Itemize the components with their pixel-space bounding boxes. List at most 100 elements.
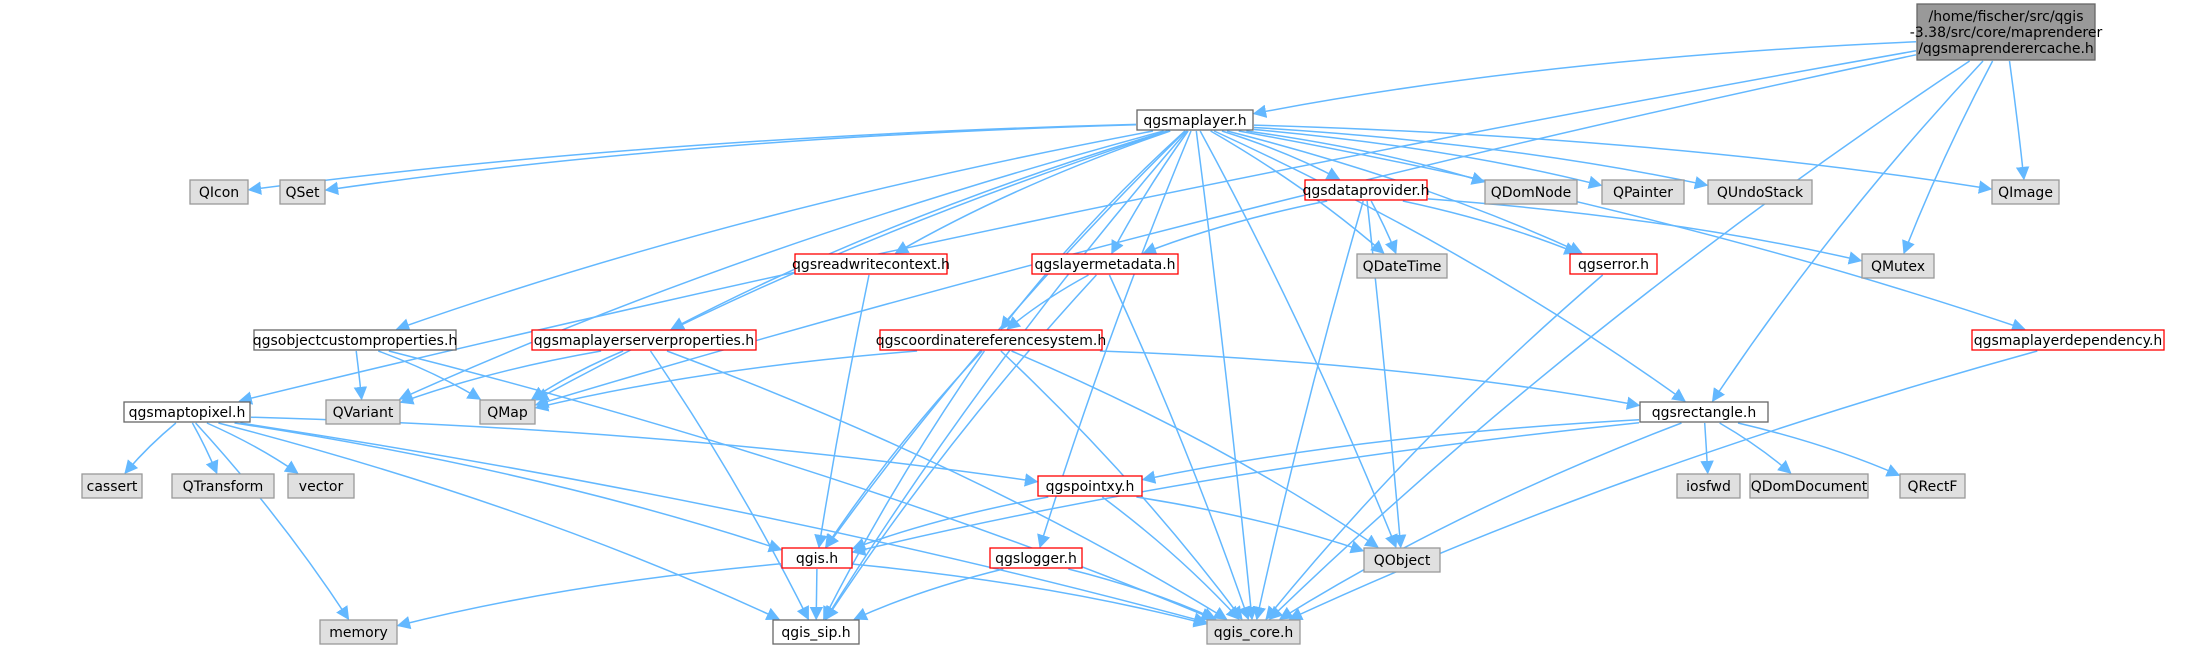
edge-crs-to-qmap [534, 350, 918, 412]
edge-cache-to-maptopixel [238, 50, 1917, 405]
node-box[interactable] [772, 619, 860, 645]
node-qdomnode[interactable]: QDomNode [1484, 179, 1578, 205]
node-qrectf[interactable]: QRectF [1899, 473, 1966, 499]
edge-maplayer-to-dataprovider [1221, 130, 1341, 180]
node-box[interactable] [1639, 401, 1769, 423]
node-box[interactable] [1037, 475, 1143, 497]
node-box[interactable] [1916, 3, 2096, 61]
edge-readwritecontext-to-qgis [814, 274, 870, 549]
node-box[interactable] [1206, 619, 1301, 645]
node-box[interactable] [1991, 179, 2060, 205]
edge-maplayer-to-qset [324, 124, 1137, 196]
edge-pointxy-to-core [1101, 496, 1240, 620]
node-label: qgis_sip.h [781, 625, 850, 641]
node-box[interactable] [319, 619, 398, 645]
node-box[interactable] [1707, 179, 1813, 205]
node-maplayer[interactable]: qgsmaplayer.h [1136, 109, 1254, 131]
edge-rectangle-to-qgis [851, 421, 1640, 556]
edge-rectangle-to-qdomdocument [1719, 422, 1792, 474]
node-core[interactable]: qgis_core.h [1206, 619, 1301, 645]
node-qgis[interactable]: qgis.h [781, 547, 853, 569]
edge-crs-to-sip [823, 350, 986, 621]
node-box[interactable] [1676, 473, 1741, 499]
edge-maplayer-to-layermetadata [1111, 130, 1189, 255]
node-box[interactable] [1899, 473, 1966, 499]
node-box[interactable] [1749, 473, 1869, 499]
node-qdomdocument[interactable]: QDomDocument [1749, 473, 1869, 499]
node-qundostack[interactable]: QUndoStack [1707, 179, 1813, 205]
node-box[interactable] [989, 547, 1083, 569]
node-box[interactable] [1971, 329, 2165, 351]
node-layerdependency[interactable]: qgsmaplayerdependency.h [1971, 329, 2165, 351]
node-box[interactable] [279, 179, 326, 205]
node-cassert[interactable]: cassert [81, 473, 143, 499]
edge-maplayer-to-core [1195, 130, 1258, 621]
node-box[interactable] [1484, 179, 1578, 205]
node-label: memory [329, 625, 388, 641]
node-qobject[interactable]: QObject [1363, 547, 1441, 573]
node-box[interactable] [1861, 253, 1935, 279]
edge-maplayer-to-qpainter [1253, 128, 1603, 189]
node-box[interactable] [1356, 253, 1448, 279]
node-label: QImage [1998, 185, 2053, 201]
node-box[interactable] [531, 329, 757, 351]
node-qmutex[interactable]: QMutex [1861, 253, 1935, 279]
node-memory[interactable]: memory [319, 619, 398, 645]
edge-dataprovider-to-qdatetime [1370, 200, 1398, 255]
node-box[interactable] [253, 329, 457, 351]
node-box[interactable] [81, 473, 143, 499]
edge-qgis-to-sip [809, 568, 824, 621]
node-label: qgsobjectcustomproperties.h [253, 333, 458, 349]
node-box[interactable] [1569, 253, 1658, 275]
node-qgserror[interactable]: qgserror.h [1569, 253, 1658, 275]
node-box[interactable] [287, 473, 355, 499]
node-qdatetime[interactable]: QDateTime [1356, 253, 1448, 279]
edge-serverprops-to-qvariant [399, 350, 602, 405]
node-box[interactable] [479, 399, 536, 425]
node-vector[interactable]: vector [287, 473, 355, 499]
node-qset[interactable]: QSet [279, 179, 326, 205]
node-layermetadata[interactable]: qgslayermetadata.h [1031, 253, 1179, 275]
node-label: qgis.h [796, 551, 838, 567]
node-box[interactable] [171, 473, 275, 499]
node-qpainter[interactable]: QPainter [1601, 179, 1685, 205]
node-qimage[interactable]: QImage [1991, 179, 2060, 205]
edge-qgis-to-core [852, 563, 1208, 628]
node-cache[interactable]: /home/fischer/src/qgis-3.38/src/core/map… [1910, 3, 2103, 61]
node-logger[interactable]: qgslogger.h [989, 547, 1083, 569]
node-rectangle[interactable]: qgsrectangle.h [1639, 401, 1769, 423]
node-box[interactable] [879, 329, 1103, 351]
node-dataprovider[interactable]: qgsdataprovider.h [1303, 179, 1430, 201]
node-iosfwd[interactable]: iosfwd [1676, 473, 1741, 499]
node-label: QMap [487, 405, 528, 421]
edge-cache-to-rectangle [1711, 60, 1984, 403]
node-crs[interactable]: qgscoordinatereferencesystem.h [876, 329, 1107, 351]
node-box[interactable] [794, 253, 948, 275]
node-sip[interactable]: qgis_sip.h [772, 619, 860, 645]
node-box[interactable] [325, 399, 401, 425]
node-box[interactable] [123, 401, 251, 423]
node-box[interactable] [189, 179, 249, 205]
node-qvariant[interactable]: QVariant [325, 399, 401, 425]
node-box[interactable] [1601, 179, 1685, 205]
node-readwritecontext[interactable]: qgsreadwritecontext.h [792, 253, 950, 275]
node-maptopixel[interactable]: qgsmaptopixel.h [123, 401, 251, 423]
node-label: QIcon [199, 185, 239, 201]
node-qtransform[interactable]: QTransform [171, 473, 275, 499]
node-qmap[interactable]: QMap [479, 399, 536, 425]
node-serverprops[interactable]: qgsmaplayerserverproperties.h [531, 329, 757, 351]
node-objcustomprops[interactable]: qgsobjectcustomproperties.h [253, 329, 458, 351]
edge-maplayer-to-qicon [247, 123, 1137, 195]
node-qicon[interactable]: QIcon [189, 179, 249, 205]
node-label: QRectF [1908, 479, 1958, 495]
node-box[interactable] [1304, 179, 1428, 201]
edges-layer [124, 41, 2038, 630]
edge-maptopixel-to-qtransform [191, 422, 219, 475]
edge-qgis-to-memory [396, 563, 782, 630]
node-pointxy[interactable]: qgspointxy.h [1037, 475, 1143, 497]
node-box[interactable] [1363, 547, 1441, 573]
node-box[interactable] [1136, 109, 1254, 131]
node-box[interactable] [781, 547, 853, 569]
node-box[interactable] [1031, 253, 1179, 275]
